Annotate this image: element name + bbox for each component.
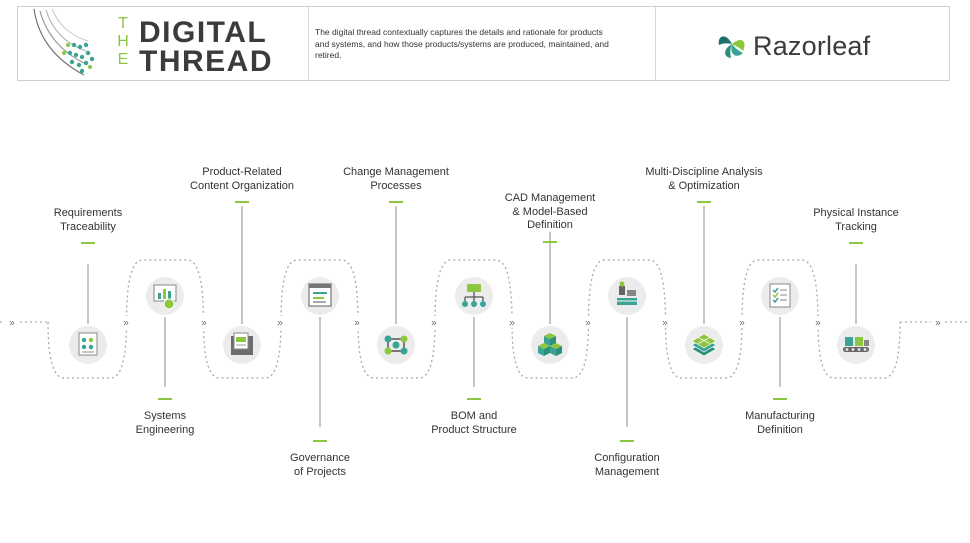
folder-documents-icon: [223, 326, 261, 364]
svg-text:»: »: [509, 318, 515, 329]
svg-text:»: »: [585, 318, 591, 329]
configuration-icon: [608, 277, 646, 315]
document-checklist-icon: [69, 326, 107, 364]
chevron-right-icon: »: [811, 316, 825, 329]
chevron-right-icon: »: [505, 316, 519, 329]
title-the-vertical: T H E: [117, 15, 129, 68]
chevron-right-icon: »: [273, 316, 287, 329]
checklist-clipboard-icon: [761, 277, 799, 315]
step-label: Requirements Traceability: [53, 207, 123, 233]
accent-dash: [620, 440, 634, 442]
hierarchy-tree-icon: [455, 277, 493, 315]
accent-dash: [543, 240, 557, 243]
svg-text:»: »: [815, 318, 821, 329]
chevron-right-icon: »: [931, 316, 945, 329]
svg-text:»: »: [123, 318, 129, 329]
svg-text:»: »: [9, 318, 15, 329]
svg-text:»: »: [662, 318, 668, 329]
accent-dash: [697, 201, 711, 203]
step-icons: [69, 277, 875, 364]
step-label: BOM and Product Structure: [431, 410, 517, 436]
step-label: Systems Engineering: [135, 410, 195, 436]
project-window-icon: [301, 277, 339, 315]
header-divider: [308, 7, 309, 80]
svg-text:»: »: [277, 318, 283, 329]
accent-dash: [235, 201, 249, 203]
header-tagline: The digital thread contextually captures…: [315, 27, 609, 60]
svg-text:»: »: [739, 318, 745, 329]
connector-lines: [87, 206, 857, 427]
svg-text:»: »: [201, 318, 207, 329]
flow-chevrons: » » » » » » » » » » » »: [5, 316, 945, 329]
conveyor-icon: [837, 326, 875, 364]
chevron-right-icon: »: [350, 316, 364, 329]
step-label: Product-Related Content Organization: [190, 166, 294, 192]
step-label: Governance of Projects: [290, 452, 350, 478]
step-label: Physical Instance Tracking: [813, 207, 899, 233]
svg-text:»: »: [431, 318, 437, 329]
step-label: Manufacturing Definition: [745, 410, 815, 436]
accent-dash: [849, 242, 863, 244]
gear-chart-icon: [146, 277, 184, 315]
step-label: Configuration Management: [594, 452, 660, 478]
svg-text:»: »: [354, 318, 360, 329]
step-label: CAD Management & Model-Based Definition: [504, 192, 596, 231]
accent-dash: [158, 398, 172, 400]
cubes-icon: [531, 326, 569, 364]
process-network-icon: [377, 326, 415, 364]
accent-dash: [773, 398, 787, 400]
chevron-right-icon: »: [197, 316, 211, 329]
step-label: Multi-Discipline Analysis & Optimization: [645, 166, 763, 192]
step-label: Change Management Processes: [343, 166, 449, 192]
title-thread: THREAD: [139, 45, 273, 78]
chevron-right-icon: »: [5, 316, 19, 329]
accent-dash: [313, 440, 327, 442]
razorleaf-leaf-icon: [718, 36, 745, 58]
brand-name: Razorleaf: [753, 31, 871, 61]
chevron-right-icon: »: [427, 316, 441, 329]
header-divider: [655, 7, 656, 80]
chevron-right-icon: »: [735, 316, 749, 329]
title-digital: DIGITAL: [139, 16, 268, 49]
svg-text:»: »: [935, 318, 941, 329]
chevron-right-icon: »: [119, 316, 133, 329]
header-banner: T H E DIGITAL THREAD The digital thread …: [17, 6, 950, 81]
layered-mesh-icon: [685, 326, 723, 364]
digital-thread-logo-icon: [33, 8, 95, 76]
chevron-right-icon: »: [658, 316, 672, 329]
accent-dash: [389, 201, 403, 203]
chevron-right-icon: »: [581, 316, 595, 329]
accent-dash: [467, 398, 481, 400]
accent-dash: [81, 242, 95, 244]
